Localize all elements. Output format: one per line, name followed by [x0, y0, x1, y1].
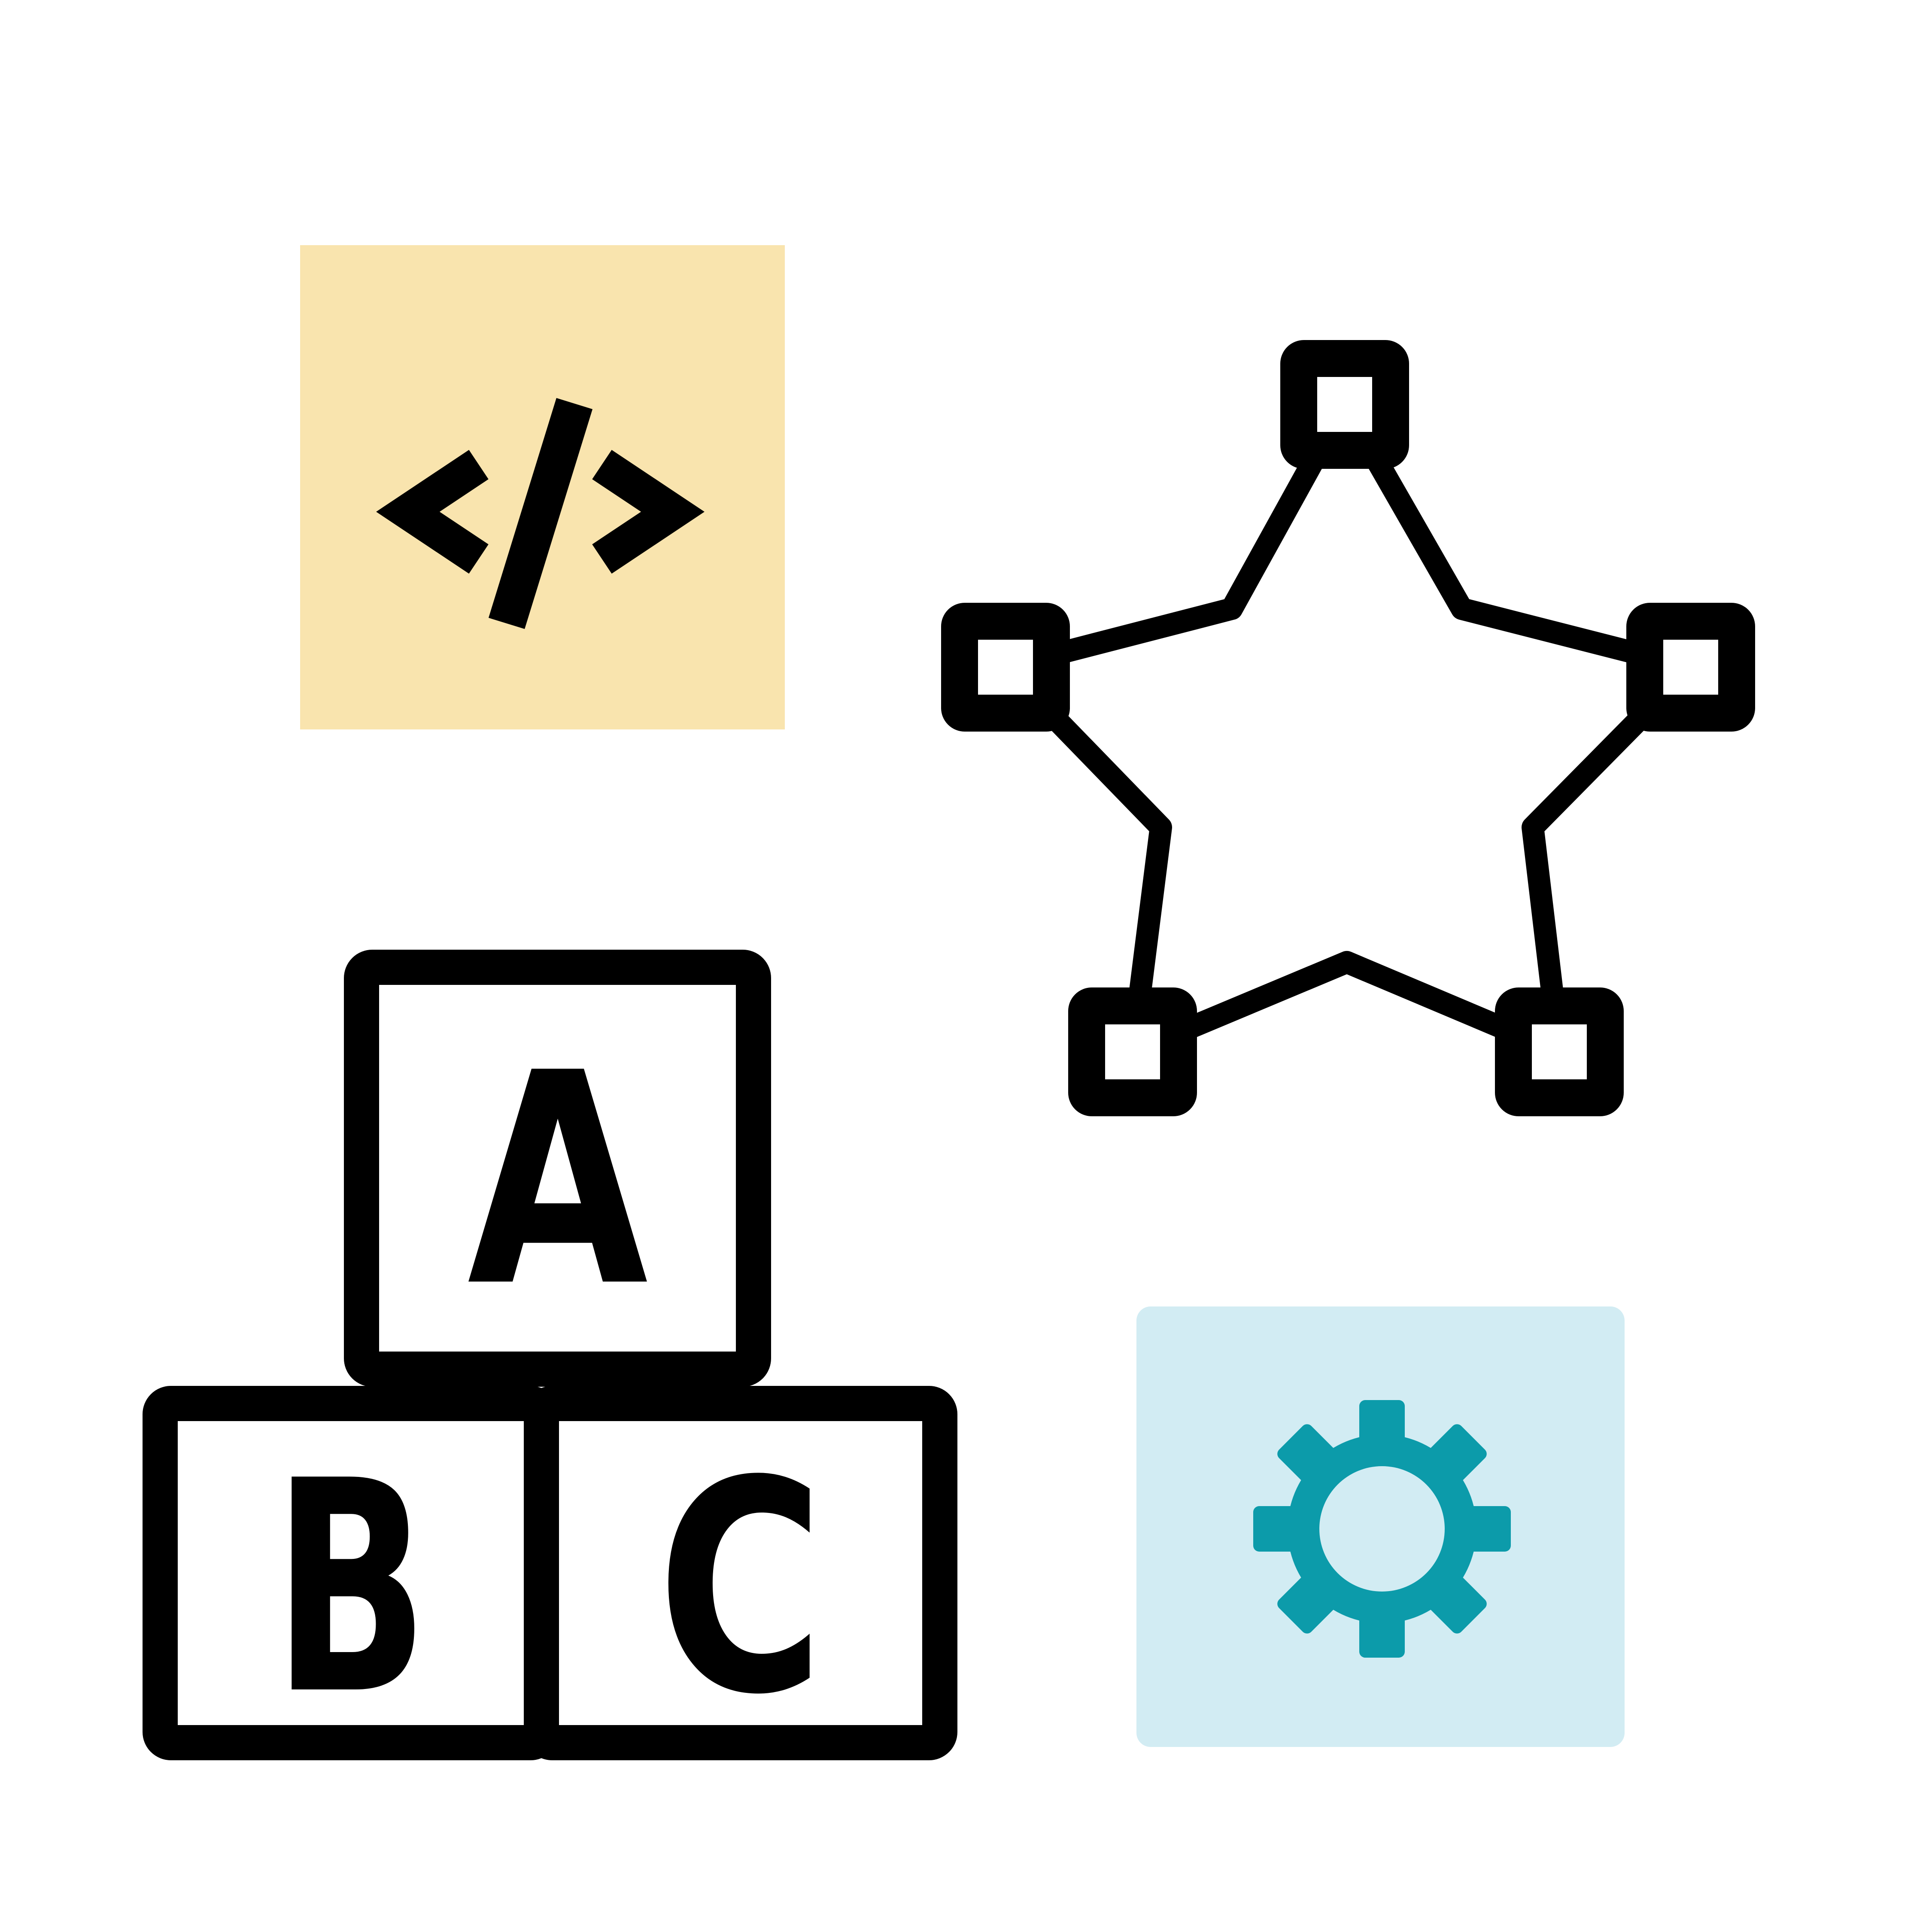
gear-icon: [1253, 1400, 1511, 1658]
block-letter-a: A: [467, 1011, 650, 1351]
code-tag-glyph: [376, 398, 705, 629]
chevron-right-icon: [592, 450, 705, 574]
chevron-left-icon: [376, 450, 489, 574]
abc-blocks-icon: A B C: [143, 950, 957, 1760]
code-icon: [300, 245, 785, 729]
vector-star-icon: [941, 340, 1755, 1116]
slash-icon: [488, 398, 593, 629]
anchor-node-right: [1626, 603, 1755, 732]
block-a: [344, 950, 771, 1387]
block-letter-b: B: [273, 1419, 429, 1759]
block-c: [524, 1386, 957, 1760]
gear-icon-tile: [1136, 1306, 1625, 1747]
gear-center-hole: [1319, 1466, 1445, 1592]
anchor-node-top: [1280, 340, 1409, 469]
anchor-node-left: [941, 603, 1070, 732]
star-outline: [994, 393, 1702, 1063]
anchor-node-bottom-right: [1495, 987, 1624, 1116]
anchor-node-bottom-left: [1068, 987, 1197, 1116]
block-letter-c: C: [657, 1419, 824, 1759]
anchor-nodes: [941, 340, 1755, 1116]
